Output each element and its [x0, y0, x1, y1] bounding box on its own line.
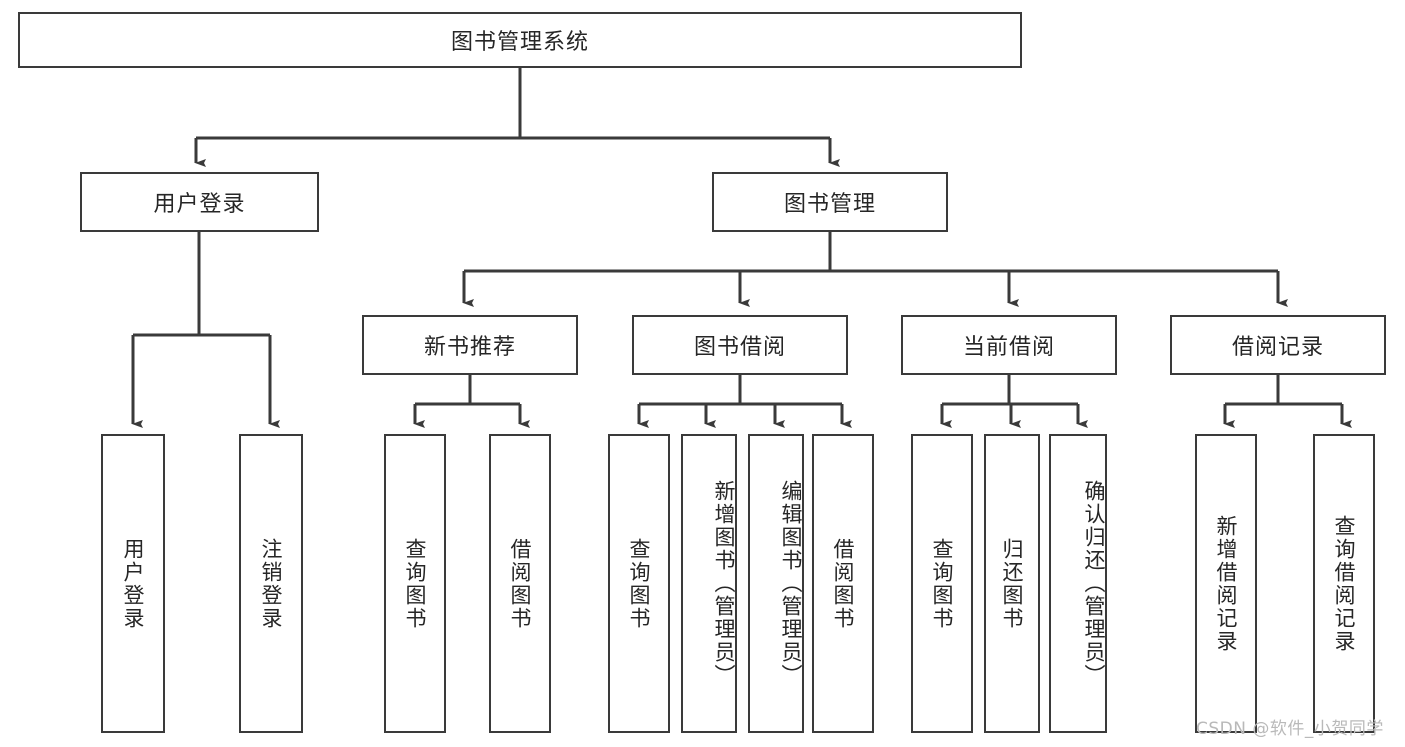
node-root-system[interactable]: 图书管理系统	[18, 12, 1022, 68]
node-book-management[interactable]: 图书管理	[712, 172, 948, 232]
node-label: 用户登录	[121, 537, 146, 630]
node-book-borrow[interactable]: 图书借阅	[632, 315, 848, 375]
leaf-query-book-borrow[interactable]: 查询图书	[608, 434, 670, 733]
node-label: 借阅记录	[1231, 335, 1324, 360]
leaf-borrow-book-recommend[interactable]: 借阅图书	[489, 434, 551, 733]
leaf-borrow-book[interactable]: 借阅图书	[812, 434, 874, 733]
node-label: 借阅图书	[831, 537, 856, 630]
leaf-return-book[interactable]: 归还图书	[984, 434, 1040, 733]
node-label: 查询图书	[627, 537, 652, 630]
node-label: 新增借阅记录	[1214, 514, 1239, 653]
node-new-book-recommend[interactable]: 新书推荐	[362, 315, 578, 375]
node-current-borrow[interactable]: 当前借阅	[901, 315, 1117, 375]
node-user-login[interactable]: 用户登录	[80, 172, 319, 232]
leaf-add-book-admin[interactable]: 新增图书（管理员）	[681, 434, 737, 733]
node-label: 查询借阅记录	[1332, 514, 1357, 653]
node-label: 用户登录	[153, 192, 246, 217]
node-label: 图书管理系统	[450, 30, 589, 55]
node-borrow-records[interactable]: 借阅记录	[1170, 315, 1386, 375]
node-label: 查询图书	[930, 537, 955, 630]
node-label: 新书推荐	[423, 335, 516, 360]
node-label: 图书管理	[783, 192, 876, 217]
leaf-logout[interactable]: 注销登录	[239, 434, 303, 733]
watermark-text: CSDN @软件_小贺同学	[1196, 719, 1384, 739]
node-label: 归还图书	[1000, 537, 1025, 630]
node-label: 查询图书	[403, 537, 428, 630]
leaf-user-login[interactable]: 用户登录	[101, 434, 165, 733]
leaf-confirm-return-admin[interactable]: 确认归还（管理员）	[1049, 434, 1107, 733]
node-label: 注销登录	[259, 537, 284, 630]
node-label: 借阅图书	[508, 537, 533, 630]
leaf-query-book-current[interactable]: 查询图书	[911, 434, 973, 733]
node-label: 图书借阅	[693, 335, 786, 360]
node-label: 编辑图书（管理员）	[779, 480, 803, 687]
leaf-query-borrow-record[interactable]: 查询借阅记录	[1313, 434, 1375, 733]
node-label: 确认归还（管理员）	[1082, 480, 1106, 687]
node-label: 当前借阅	[962, 335, 1055, 360]
leaf-query-book-recommend[interactable]: 查询图书	[384, 434, 446, 733]
node-label: 新增图书（管理员）	[712, 480, 736, 687]
leaf-add-borrow-record[interactable]: 新增借阅记录	[1195, 434, 1257, 733]
leaf-edit-book-admin[interactable]: 编辑图书（管理员）	[748, 434, 804, 733]
